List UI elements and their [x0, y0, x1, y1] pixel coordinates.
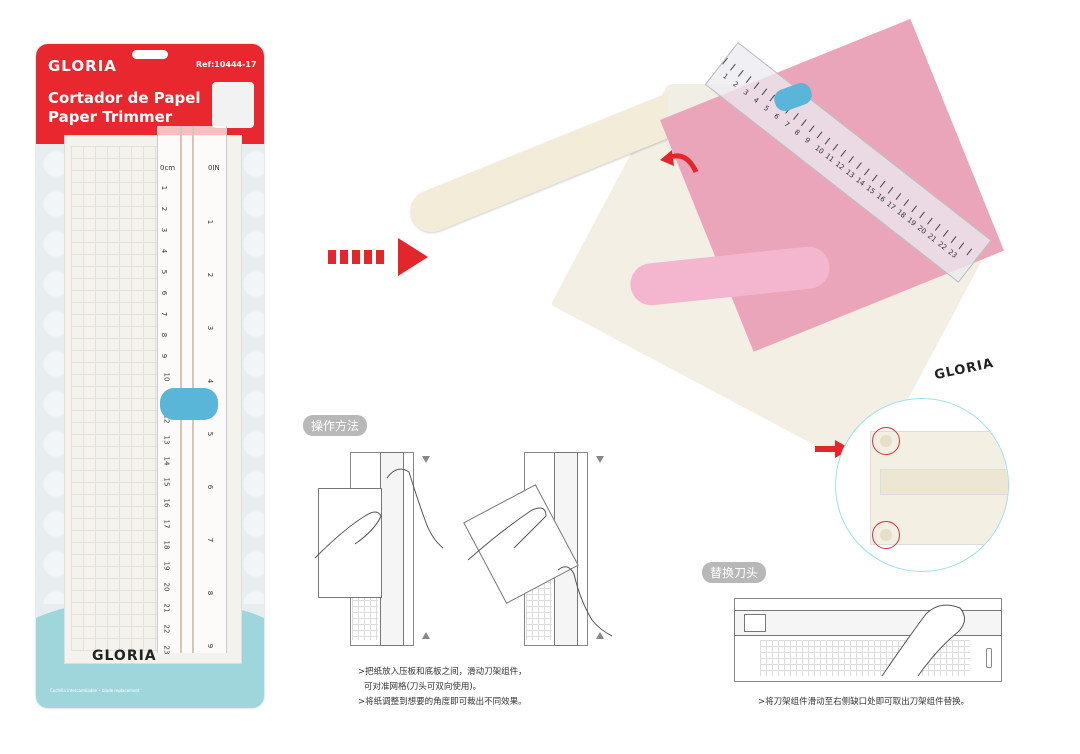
photo-ruler-label: 10 — [813, 144, 826, 156]
replace-caption: >将刀架组件滑动至右侧缺口处即可取出刀架组件替换。 — [758, 697, 970, 707]
replace-label: 替换刀头 — [702, 562, 767, 583]
cm-tick-label: 14 — [162, 456, 171, 466]
cm-tick-label: 3 — [160, 227, 169, 233]
in-tick-label: 5 — [206, 431, 215, 437]
cm-tick-label: 2 — [160, 206, 169, 212]
hand-sketch-2 — [467, 507, 613, 637]
photo-ruler-label: 7 — [782, 119, 791, 130]
photo-ruler-label: 5 — [762, 103, 771, 114]
cm-tick-label: 1 — [160, 185, 169, 191]
cm-tick-label: 17 — [162, 519, 171, 529]
in-tick-label: 1 — [206, 219, 215, 225]
photo-ruler-label: 19 — [905, 216, 918, 228]
rotate-arrow-icon — [660, 150, 699, 174]
photo-ruler-label: 9 — [803, 135, 812, 146]
cm-tick-label: 10 — [162, 372, 171, 382]
photo-ruler-label: 20 — [915, 224, 928, 236]
cm-tick-label: 23 — [162, 645, 171, 655]
package-title: Cortador de Papel Paper Trimmer — [48, 89, 201, 127]
photo-ruler-label: 21 — [925, 232, 938, 244]
in-zero-label: 0IN — [208, 164, 220, 172]
package-trimmer-logo: GLORIA — [92, 648, 157, 664]
zoom-rail — [880, 469, 1008, 495]
photo-ruler-label: 22 — [936, 240, 949, 252]
cm-tick-label: 19 — [162, 561, 171, 571]
cm-tick-label: 9 — [160, 353, 169, 359]
cm-tick-label: 21 — [162, 603, 171, 613]
cm-tick-label: 20 — [162, 582, 171, 592]
usage-caption-3: >将纸调整到想要的角度即可裁出不同效果。 — [358, 697, 527, 707]
photo-ruler-label: 8 — [792, 127, 802, 138]
photo-logo: GLORIA — [933, 355, 996, 384]
hand-sketch — [314, 468, 444, 559]
photo-ruler-label: 18 — [895, 208, 908, 220]
photo-ruler-label: 6 — [772, 111, 781, 122]
photo-ruler-label: 23 — [946, 248, 959, 260]
screw-bottom — [872, 521, 900, 549]
photo-ruler-label: 15 — [864, 184, 877, 196]
photo-ruler-label: 17 — [884, 200, 897, 212]
cm-zero-label: 0cm — [160, 164, 176, 172]
photo-ruler-label: 2 — [731, 79, 740, 90]
title-en: Paper Trimmer — [48, 108, 173, 126]
in-tick-label: 3 — [206, 325, 215, 331]
cm-tick-label: 15 — [162, 477, 171, 487]
cm-tick-label: 8 — [160, 332, 169, 338]
blade-slot — [986, 648, 992, 668]
photo-ruler-label: 1 — [721, 71, 730, 82]
cm-tick-label: 6 — [160, 290, 169, 296]
usage-caption-1: >把纸放入压板和底板之间，滑动刀架组件， — [358, 667, 527, 677]
cm-tick-label: 5 — [160, 269, 169, 275]
cm-tick-label: 7 — [160, 311, 169, 317]
photo-ruler-label: 13 — [844, 168, 856, 180]
in-tick-label: 2 — [206, 272, 215, 278]
hang-hole — [132, 50, 168, 59]
photo-ruler-label: 4 — [751, 95, 761, 106]
finger-illustration — [212, 82, 254, 128]
in-tick-label: 8 — [206, 590, 215, 596]
package-brand: GLORIA — [48, 57, 117, 75]
photo-ruler-label: 12 — [833, 160, 846, 172]
replace-hand-sketch — [881, 604, 965, 677]
photo-ruler-label: 11 — [823, 152, 836, 164]
zoom-detail-circle — [835, 398, 1009, 572]
trimmer-grid — [71, 146, 157, 651]
photo-ruler-label: 16 — [874, 192, 887, 204]
cm-tick-label: 16 — [162, 498, 171, 508]
cm-tick-label: 22 — [162, 624, 171, 634]
cm-tick-label: 13 — [162, 435, 171, 445]
direction-arrow-head — [398, 238, 428, 276]
usage-caption-2: 可对准网格(刀头可双向使用)。 — [364, 682, 482, 692]
in-tick-label: 7 — [206, 537, 215, 543]
usage-label: 操作方法 — [303, 415, 368, 436]
in-tick-label: 4 — [206, 378, 215, 384]
package-ref: Ref:10444-17 — [196, 60, 257, 69]
cm-tick-label: 4 — [160, 248, 169, 254]
in-tick-label: 6 — [206, 484, 215, 490]
screw-top — [872, 427, 900, 455]
title-es: Cortador de Papel — [48, 89, 201, 107]
package-slider — [160, 388, 218, 420]
photo-ruler-label: 14 — [854, 176, 867, 188]
cm-tick-label: 18 — [162, 540, 171, 550]
package-fine-print: Cuchilla intercambiable • blade replacem… — [50, 688, 140, 693]
in-tick-label: 9 — [206, 643, 215, 649]
photo-ruler-label: 3 — [741, 87, 751, 98]
